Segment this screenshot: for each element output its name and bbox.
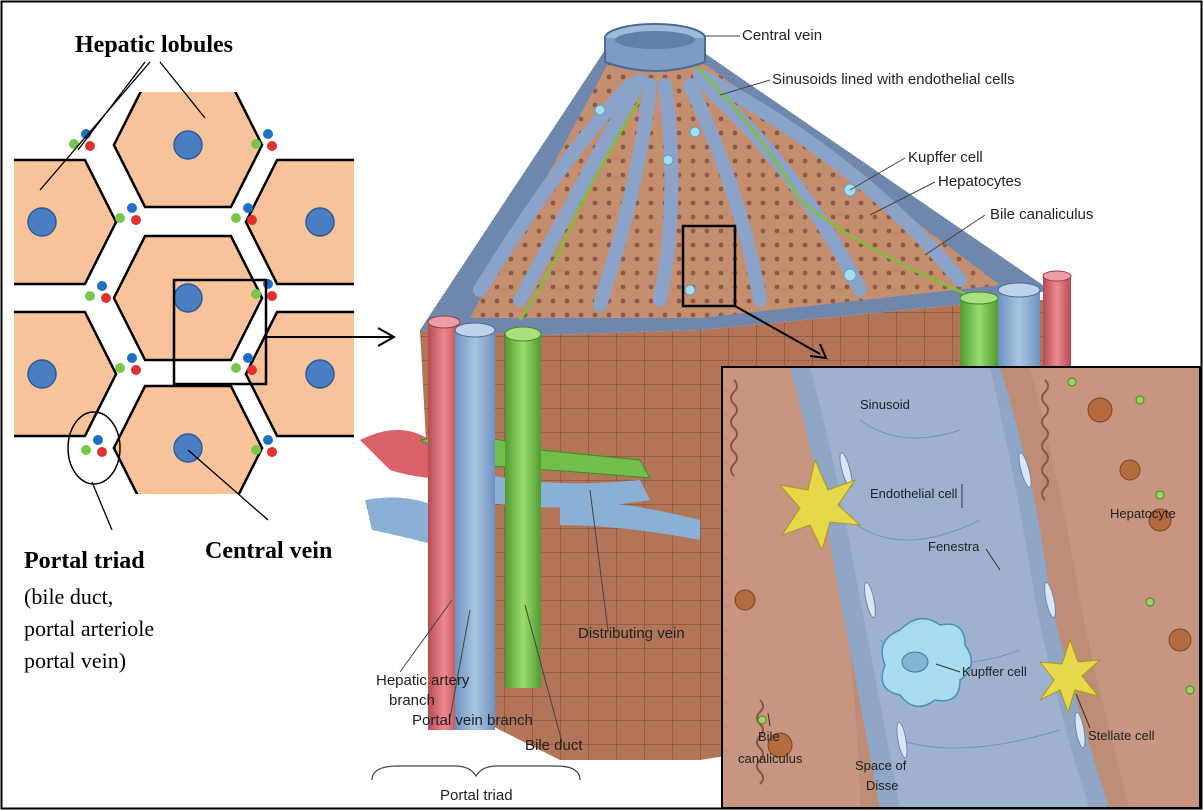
arteriole-dot xyxy=(131,215,141,225)
bile-duct-dot xyxy=(231,363,241,373)
central-vein-label: Central vein xyxy=(205,538,332,564)
arteriole-dot xyxy=(247,215,257,225)
inset-label-kupffer: Kupffer cell xyxy=(962,664,1027,679)
central-vein-dot xyxy=(174,131,202,159)
arteriole-dot xyxy=(267,447,277,457)
center-label-portal-vein-branch: Portal vein branch xyxy=(412,712,533,729)
arteriole-dot xyxy=(267,141,277,151)
inset-label-disse-2: Disse xyxy=(866,778,899,793)
portal-vein-dot xyxy=(127,353,137,363)
bile-duct-dot xyxy=(115,213,125,223)
arteriole-dot xyxy=(85,141,95,151)
center-label-sinusoids: Sinusoids lined with endothelial cells xyxy=(772,71,1015,88)
bile-duct-dot xyxy=(251,289,261,299)
arteriole-dot xyxy=(131,365,141,375)
inset-label-bile-2: canaliculus xyxy=(738,751,803,766)
center-label-distributing-vein: Distributing vein xyxy=(578,625,685,642)
bile-duct-vessel xyxy=(505,334,541,688)
center-label-bile-duct: Bile duct xyxy=(525,737,583,754)
portal-triad-label: Portal triad xyxy=(24,548,145,574)
bile-duct-dot xyxy=(81,445,91,455)
center-label-portal-triad: Portal triad xyxy=(440,787,513,804)
central-vein-dot xyxy=(306,208,334,236)
arteriole-dot xyxy=(101,293,111,303)
central-vein-dot xyxy=(306,360,334,388)
central-vein-dot xyxy=(28,208,56,236)
center-label-hepatic-artery-2: branch xyxy=(389,692,435,709)
lobule-schematic: Hepatic lobules Central vein Portal tria… xyxy=(0,32,394,673)
arteriole-dot xyxy=(247,365,257,375)
portal-vein-dot xyxy=(243,353,253,363)
portal-vein-vessel xyxy=(455,330,495,730)
triad-desc-3: portal vein) xyxy=(24,648,126,673)
center-label-hepatic-artery-1: Hepatic artery xyxy=(376,672,470,689)
arteriole-dot xyxy=(267,291,277,301)
hepatic-lobules-label: Hepatic lobules xyxy=(75,32,233,58)
inset-label-hepatocyte: Hepatocyte xyxy=(1110,506,1176,521)
triad-desc-2: portal arteriole xyxy=(24,616,154,641)
portal-vein-dot xyxy=(127,203,137,213)
sinusoid-inset: Sinusoid Endothelial cell Fenestra Hepat… xyxy=(722,367,1200,810)
arteriole-dot xyxy=(97,447,107,457)
portal-vein-dot xyxy=(263,435,273,445)
bile-duct-dot xyxy=(231,213,241,223)
bile-duct-dot xyxy=(251,445,261,455)
inset-label-fenestra: Fenestra xyxy=(928,539,980,554)
portal-triad-brace xyxy=(372,766,580,780)
inset-label-bile-1: Bile xyxy=(758,729,780,744)
bile-duct-dot xyxy=(251,139,261,149)
center-label-kupffer: Kupffer cell xyxy=(908,149,983,166)
inset-label-stellate: Stellate cell xyxy=(1088,728,1155,743)
bile-duct-dot xyxy=(115,363,125,373)
bile-duct-dot xyxy=(69,139,79,149)
central-vein-dot xyxy=(28,360,56,388)
portal-vein-dot xyxy=(93,435,103,445)
portal-vein-dot xyxy=(243,203,253,213)
triad-desc-1: (bile duct, xyxy=(24,584,113,609)
bile-duct-dot xyxy=(85,291,95,301)
central-vein-dot xyxy=(174,284,202,312)
center-label-hepatocytes: Hepatocytes xyxy=(938,173,1021,190)
center-label-bile-canaliculus: Bile canaliculus xyxy=(990,206,1093,223)
portal-vein-dot xyxy=(263,129,273,139)
center-label-central-vein: Central vein xyxy=(742,27,822,44)
inset-label-disse-1: Space of xyxy=(855,758,907,773)
inset-label-endothelial: Endothelial cell xyxy=(870,486,958,501)
portal-vein-dot xyxy=(97,281,107,291)
inset-label-sinusoid: Sinusoid xyxy=(860,397,910,412)
